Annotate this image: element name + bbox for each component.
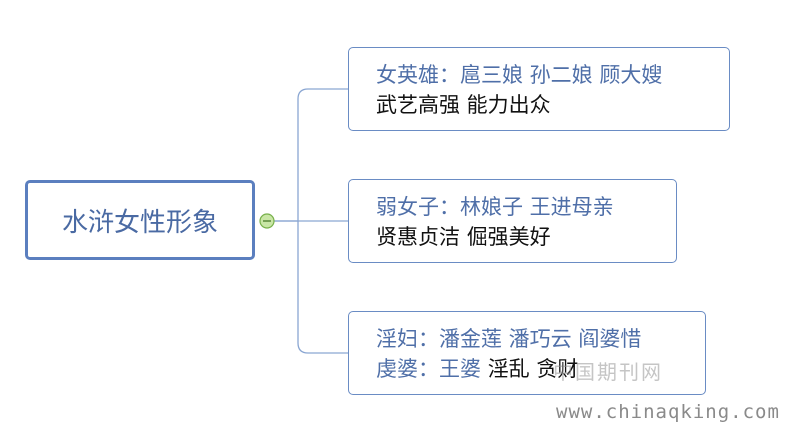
branch-detail: 武艺高强 能力出众: [376, 93, 551, 117]
branch-topic-heroines[interactable]: 女英雄：扈三娘 孙二娘 顾大嫂 武艺高强 能力出众: [348, 47, 730, 131]
branch-heading: 女英雄：扈三娘 孙二娘 顾大嫂: [376, 63, 663, 87]
root-topic[interactable]: 水浒女性形象: [25, 180, 255, 260]
connector-to-branch-1: [267, 88, 349, 222]
branch-heading: 弱女子：林娘子 王进母亲: [376, 195, 614, 219]
branch-topic-weak-women[interactable]: 弱女子：林娘子 王进母亲 贤惠贞洁 倔强美好: [348, 179, 677, 263]
root-topic-label: 水浒女性形象: [61, 207, 218, 238]
watermark-site-name: 中国期刊网: [553, 360, 663, 384]
branch-topic-wanton-women[interactable]: 淫妇：潘金莲 潘巧云 阎婆惜 虔婆：王婆 淫乱 贪财: [348, 311, 706, 395]
watermark-url: www.chinaqking.com: [556, 401, 780, 423]
connector-to-branch-3: [297, 221, 349, 354]
branch-heading: 淫妇：潘金莲 潘巧云 阎婆惜: [376, 327, 642, 351]
branch-detail: 淫乱 贪财: [487, 357, 579, 381]
branch-detail-line: 虔婆：王婆 淫乱 贪财: [376, 354, 705, 384]
branch-detail: 贤惠贞洁 倔强美好: [376, 225, 551, 249]
branch-detail-prefix: 虔婆：王婆: [376, 357, 488, 381]
collapse-toggle[interactable]: [259, 213, 275, 229]
